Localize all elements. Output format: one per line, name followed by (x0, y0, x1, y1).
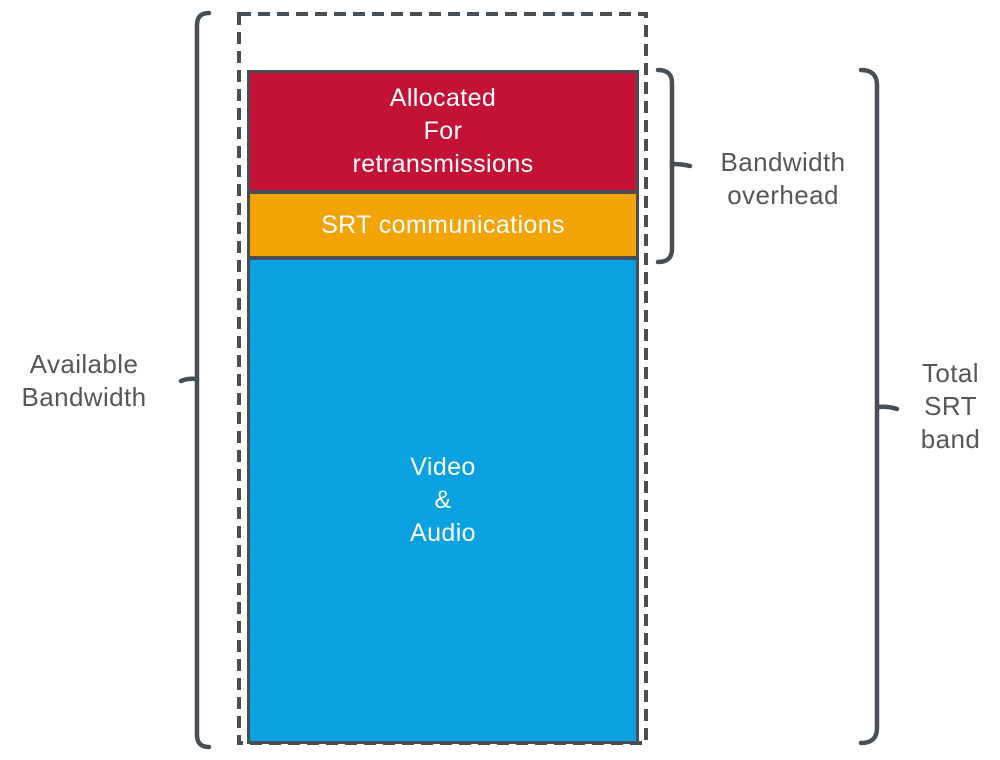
bandwidth-overhead-brace (655, 67, 693, 265)
total-srt-band-label-line: SRT (924, 391, 977, 421)
total-srt-band-label-line: band (920, 424, 981, 454)
available-bandwidth-label: Available Bandwidth (3, 348, 165, 414)
segment-video-audio-line: & (434, 486, 452, 514)
bandwidth-overhead-label-line: overhead (727, 180, 839, 210)
segment-video-audio-line: Video (410, 453, 476, 481)
segment-video-audio-line: Audio (410, 519, 476, 547)
total-srt-band-brace (858, 67, 900, 746)
bandwidth-bar: Allocated For retransmissions SRT commun… (247, 70, 639, 744)
available-bandwidth-label-line: Available (29, 349, 139, 379)
total-srt-band-label-line: Total (922, 358, 979, 388)
segment-retransmissions-line: Allocated (389, 84, 497, 112)
segment-srt-communications: SRT communications (250, 194, 636, 260)
available-bandwidth-brace (178, 10, 212, 750)
segment-retransmissions: Allocated For retransmissions (250, 73, 636, 194)
segment-srt-communications-line: SRT communications (321, 210, 565, 239)
available-bandwidth-label-line: Bandwidth (21, 382, 147, 412)
segment-retransmissions-line: retransmissions (352, 150, 534, 178)
bandwidth-overhead-label-line: Bandwidth (720, 147, 846, 177)
total-srt-band-label: Total SRT band (903, 357, 998, 456)
segment-video-audio: Video & Audio (250, 260, 636, 741)
segment-retransmissions-line: For (423, 117, 463, 145)
bandwidth-overhead-label: Bandwidth overhead (703, 146, 863, 212)
